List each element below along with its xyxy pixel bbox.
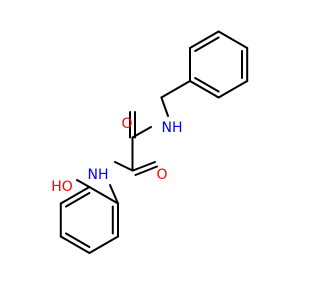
bond [59, 186, 91, 205]
oxygen-upper-label: O [121, 116, 132, 132]
bond-ring-to-ch2 [160, 80, 191, 99]
bond-n-to-ring [109, 184, 119, 205]
bond-carbonyl-to-n [114, 161, 134, 172]
hydroxyphenyl-ring [59, 186, 119, 254]
bond-ch2-to-n [160, 96, 169, 117]
bond [189, 30, 220, 49]
amide-nh-upper-label: NH [162, 120, 183, 136]
bond [88, 235, 119, 254]
bond-ring-to-oh [76, 179, 91, 188]
bond [88, 186, 119, 205]
bond [217, 30, 249, 49]
bond-carbonyl-double [132, 161, 156, 172]
hydroxyl-label: HO [51, 179, 73, 195]
oxygen-lower-label: O [156, 167, 167, 183]
bond [217, 80, 249, 99]
bond-inner [65, 192, 91, 208]
bond-carbonyl-double [134, 165, 158, 176]
molecule-diagram: O NH NH O HO [51, 30, 249, 254]
bond [59, 235, 91, 254]
bond-inner [65, 232, 91, 248]
bond-inner [194, 77, 220, 93]
molecule-structure: O NH NH O HO [51, 30, 249, 254]
bond [189, 80, 220, 99]
amide-nh-lower-label: NH [88, 167, 109, 183]
bond-inner [194, 36, 220, 52]
benzyl-phenyl-ring [189, 30, 249, 99]
